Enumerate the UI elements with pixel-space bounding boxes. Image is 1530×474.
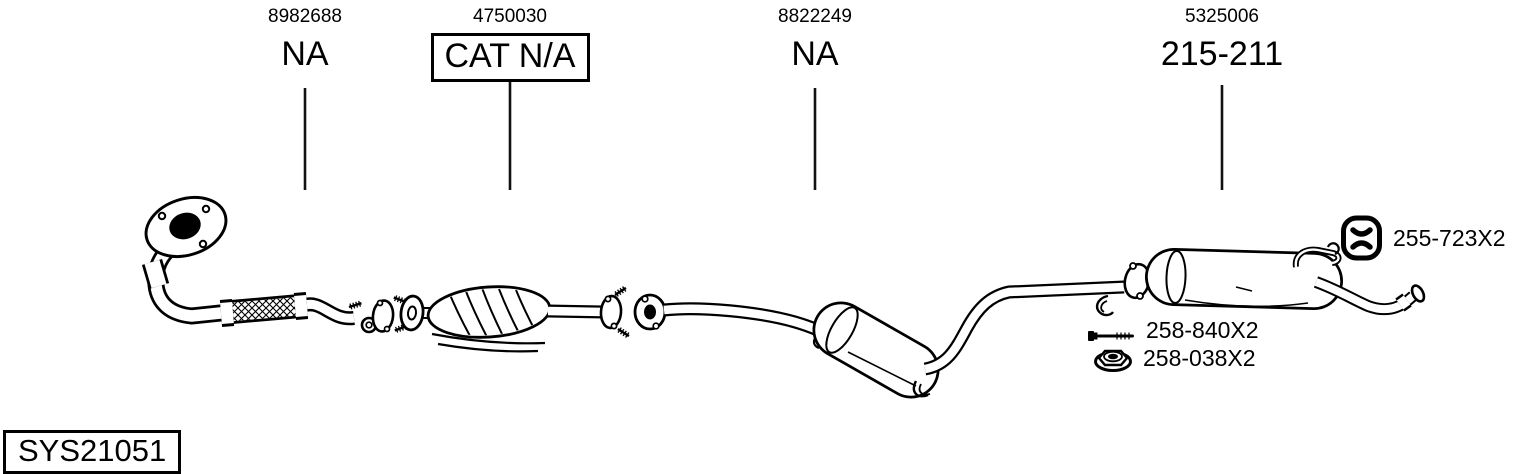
catalytic-converter-drawing — [391, 284, 632, 353]
part-column-front-pipe: 8982688 NA — [175, 6, 435, 71]
center-pipe-drawing — [633, 293, 839, 350]
hardware-part-number: 258-038X2 — [1143, 344, 1256, 371]
part-name-label-boxed: CAT N/A — [430, 32, 590, 82]
callout-rubber-hanger: 255-723X2 — [1340, 214, 1506, 262]
part-column-center-pipe: 8822249 NA — [685, 6, 945, 71]
hardware-part-number: 258-840X2 — [1146, 317, 1259, 343]
part-column-catalyst: 4750030 CAT N/A — [380, 6, 640, 82]
front-pipe-drawing — [141, 196, 395, 334]
bolt-icon — [1088, 330, 1134, 341]
callout-bolt: 258-840X2 — [1087, 317, 1259, 344]
part-number-label: 8982688 — [268, 6, 342, 27]
hanger-rod — [1292, 242, 1342, 268]
part-number-label: 4750030 — [473, 6, 547, 27]
part-name-label: 215-211 — [1160, 34, 1284, 73]
callout-flange-nut: 258-038X2 — [1093, 344, 1256, 372]
hardware-part-number: 255-723X2 — [1393, 224, 1506, 251]
leader-lines — [303, 82, 1224, 190]
flange-nut-icon — [1094, 349, 1132, 372]
part-name-label: NA — [791, 34, 839, 73]
center-muffler-drawing — [812, 280, 1125, 399]
tailpipe-drawing — [1313, 276, 1426, 316]
part-name-label: NA — [281, 34, 329, 73]
part-number-label: 8822249 — [778, 6, 852, 27]
rear-muffler-drawing — [1095, 242, 1343, 317]
system-code-label: SYS21051 — [18, 433, 167, 468]
system-code-box: SYS21051 — [3, 430, 182, 474]
front-flange — [144, 196, 228, 258]
rubber-hanger-icon — [1341, 215, 1382, 261]
part-number-label: 5325006 — [1185, 6, 1259, 27]
part-column-rear-muffler: 5325006 215-211 — [1092, 6, 1352, 71]
